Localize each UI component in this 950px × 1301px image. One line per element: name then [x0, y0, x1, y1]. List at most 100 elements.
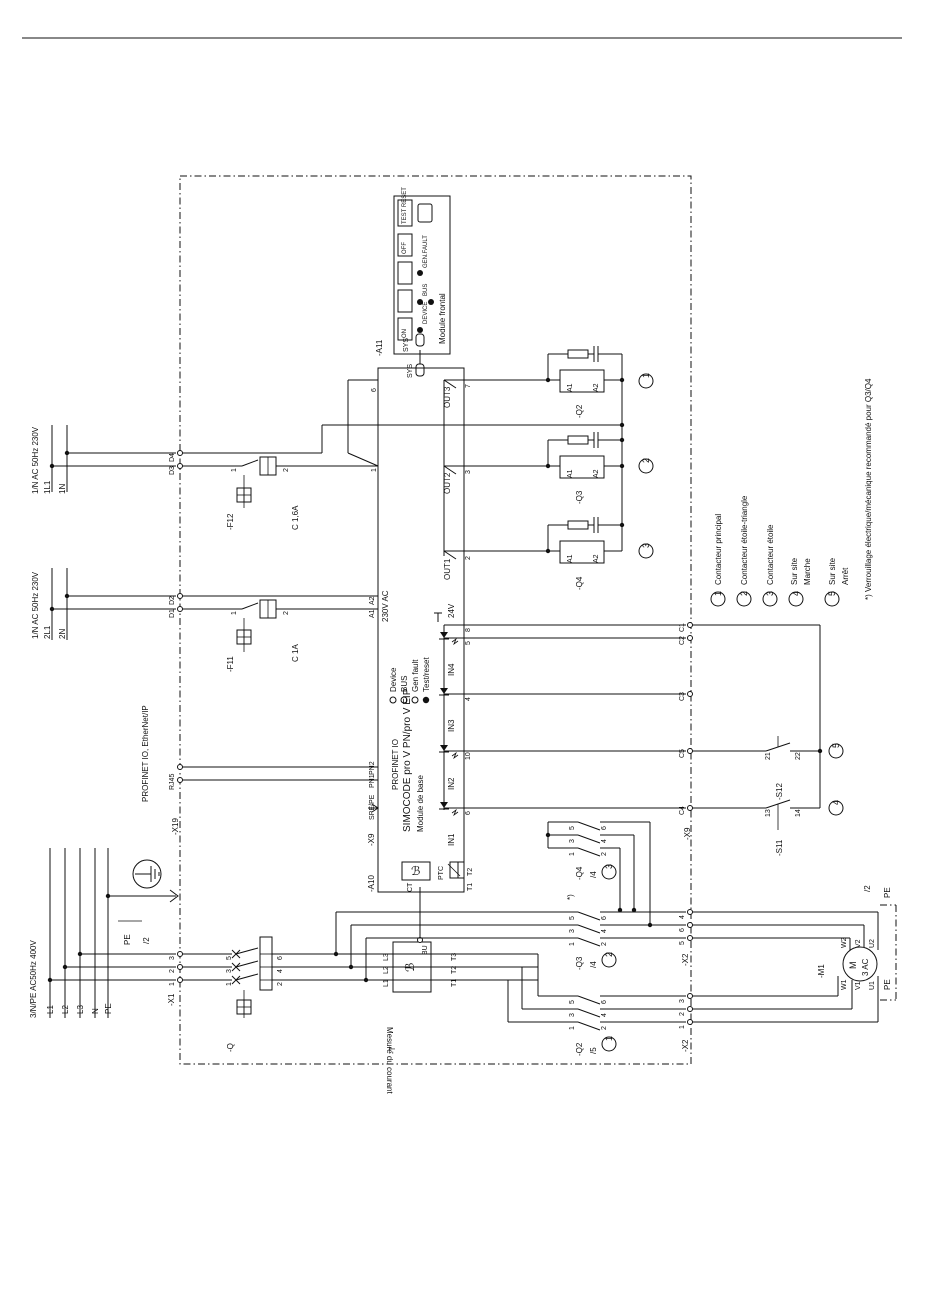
svg-text:4: 4 [465, 697, 472, 701]
svg-text:6: 6 [601, 916, 608, 920]
svg-text:3: 3 [226, 969, 233, 973]
svg-text:OUT1: OUT1 [443, 558, 452, 580]
svg-text:PTC: PTC [438, 866, 445, 880]
svg-text:BUS: BUS [423, 284, 429, 296]
svg-text:M: M [848, 962, 858, 970]
svg-text:RJ45: RJ45 [169, 774, 176, 790]
svg-text:1L1: 1L1 [43, 480, 52, 494]
svg-text:IN4: IN4 [447, 663, 456, 676]
legend-item-5: Sur site [828, 557, 837, 585]
svg-text:C2: C2 [679, 636, 686, 645]
svg-text:PN1: PN1 [369, 774, 376, 788]
svg-text:-X2: -X2 [681, 1039, 690, 1052]
svg-text:Marche: Marche [803, 558, 812, 585]
svg-text:/4: /4 [589, 871, 598, 878]
svg-text:22: 22 [795, 752, 802, 760]
svg-text:OFF: OFF [402, 242, 408, 254]
callout-5 [828, 743, 844, 759]
svg-text:13: 13 [765, 809, 772, 817]
svg-text:A2: A2 [593, 383, 600, 392]
svg-text:4: 4 [277, 969, 284, 973]
svg-text:2: 2 [739, 591, 749, 596]
svg-text:Arrêt: Arrêt [841, 567, 850, 585]
svg-text:U2: U2 [869, 939, 876, 948]
svg-text:T1: T1 [451, 979, 458, 987]
svg-text:OUT3: OUT3 [443, 386, 452, 408]
svg-text:/2: /2 [863, 885, 872, 892]
main-supply-label: 3/N/PE AC50Hz 400V [29, 940, 38, 1018]
operator-panel-a11 [393, 195, 451, 355]
svg-text:2: 2 [601, 852, 608, 856]
coil-q2 [547, 346, 622, 393]
module-voltage: 230V AC [381, 590, 390, 622]
bus-label: PROFINET IO [391, 739, 400, 790]
svg-text:BUS: BUS [400, 676, 409, 692]
current-module-ref: -T [388, 1046, 397, 1054]
svg-text:DEVICE: DEVICE [423, 302, 429, 324]
control-supply-1 [49, 425, 176, 492]
svg-text:2: 2 [601, 1026, 608, 1030]
svg-text:A1: A1 [567, 383, 574, 392]
svg-text:1: 1 [679, 1025, 686, 1029]
svg-text:6: 6 [371, 388, 378, 392]
svg-text:5: 5 [831, 743, 841, 748]
svg-text:4: 4 [679, 915, 686, 919]
svg-text:4: 4 [791, 591, 801, 596]
network-connection [177, 764, 378, 783]
svg-text:BU: BU [422, 945, 429, 955]
svg-text:D4: D4 [169, 453, 176, 462]
svg-text:D2: D2 [169, 596, 176, 605]
svg-text:D1: D1 [169, 609, 176, 618]
svg-text:5: 5 [569, 826, 576, 830]
svg-text:3: 3 [765, 591, 775, 596]
svg-text:3: 3 [569, 1013, 576, 1017]
svg-text:-S12: -S12 [775, 783, 784, 800]
svg-text:4: 4 [601, 839, 608, 843]
svg-text:4: 4 [601, 929, 608, 933]
x1-label: -X1 [167, 993, 176, 1006]
control-supply-2 [49, 568, 176, 640]
svg-text:-Q2: -Q2 [575, 404, 584, 418]
svg-text:SPE/PE: SPE/PE [369, 794, 376, 820]
base-module-a10 [377, 367, 465, 893]
conductor-l3-label: L3 [76, 1005, 85, 1014]
svg-text:5: 5 [569, 916, 576, 920]
conductor-pe-label: PE [104, 1003, 113, 1014]
cabinet-boundary [179, 175, 692, 1065]
svg-text:-Q2: -Q2 [575, 1042, 584, 1056]
base-module-ref: -A10 [367, 875, 376, 892]
footnote: *) Verrouillage électrique/mécanique rec… [864, 378, 873, 600]
svg-text:A1: A1 [567, 554, 574, 563]
svg-text:D3: D3 [169, 466, 176, 475]
svg-text:6: 6 [277, 956, 284, 960]
svg-text:5: 5 [827, 591, 837, 596]
conductor-l1-label: L1 [46, 1005, 55, 1014]
svg-text:T2: T2 [467, 868, 474, 876]
svg-text:Device: Device [389, 667, 398, 692]
base-module-title: SIMOCODE pro V PN/pro V EIP [402, 688, 413, 832]
svg-text:PE: PE [883, 979, 892, 990]
svg-text:A2: A2 [593, 554, 600, 563]
svg-text:V2: V2 [855, 939, 862, 948]
svg-text:ℬ: ℬ [411, 864, 420, 878]
svg-text:C3: C3 [679, 692, 686, 701]
svg-text:5: 5 [679, 941, 686, 945]
svg-text:/5: /5 [589, 1047, 598, 1054]
svg-text:2: 2 [604, 952, 614, 957]
svg-text:10: 10 [465, 752, 472, 760]
svg-text:21: 21 [765, 752, 772, 760]
operator-panel-label: Module frontal [438, 293, 447, 344]
svg-text:C4: C4 [679, 806, 686, 815]
svg-text:1: 1 [226, 982, 233, 986]
svg-text:A2: A2 [369, 596, 376, 605]
output-relays [443, 379, 548, 560]
svg-text:6: 6 [601, 826, 608, 830]
svg-text:L1: L1 [383, 979, 390, 987]
svg-text:7: 7 [465, 384, 472, 388]
svg-text:1: 1 [713, 591, 723, 596]
svg-text:-X2: -X2 [681, 953, 690, 966]
svg-text:-Q3: -Q3 [575, 956, 584, 970]
breaker-f12-label: -F12 [226, 513, 235, 530]
